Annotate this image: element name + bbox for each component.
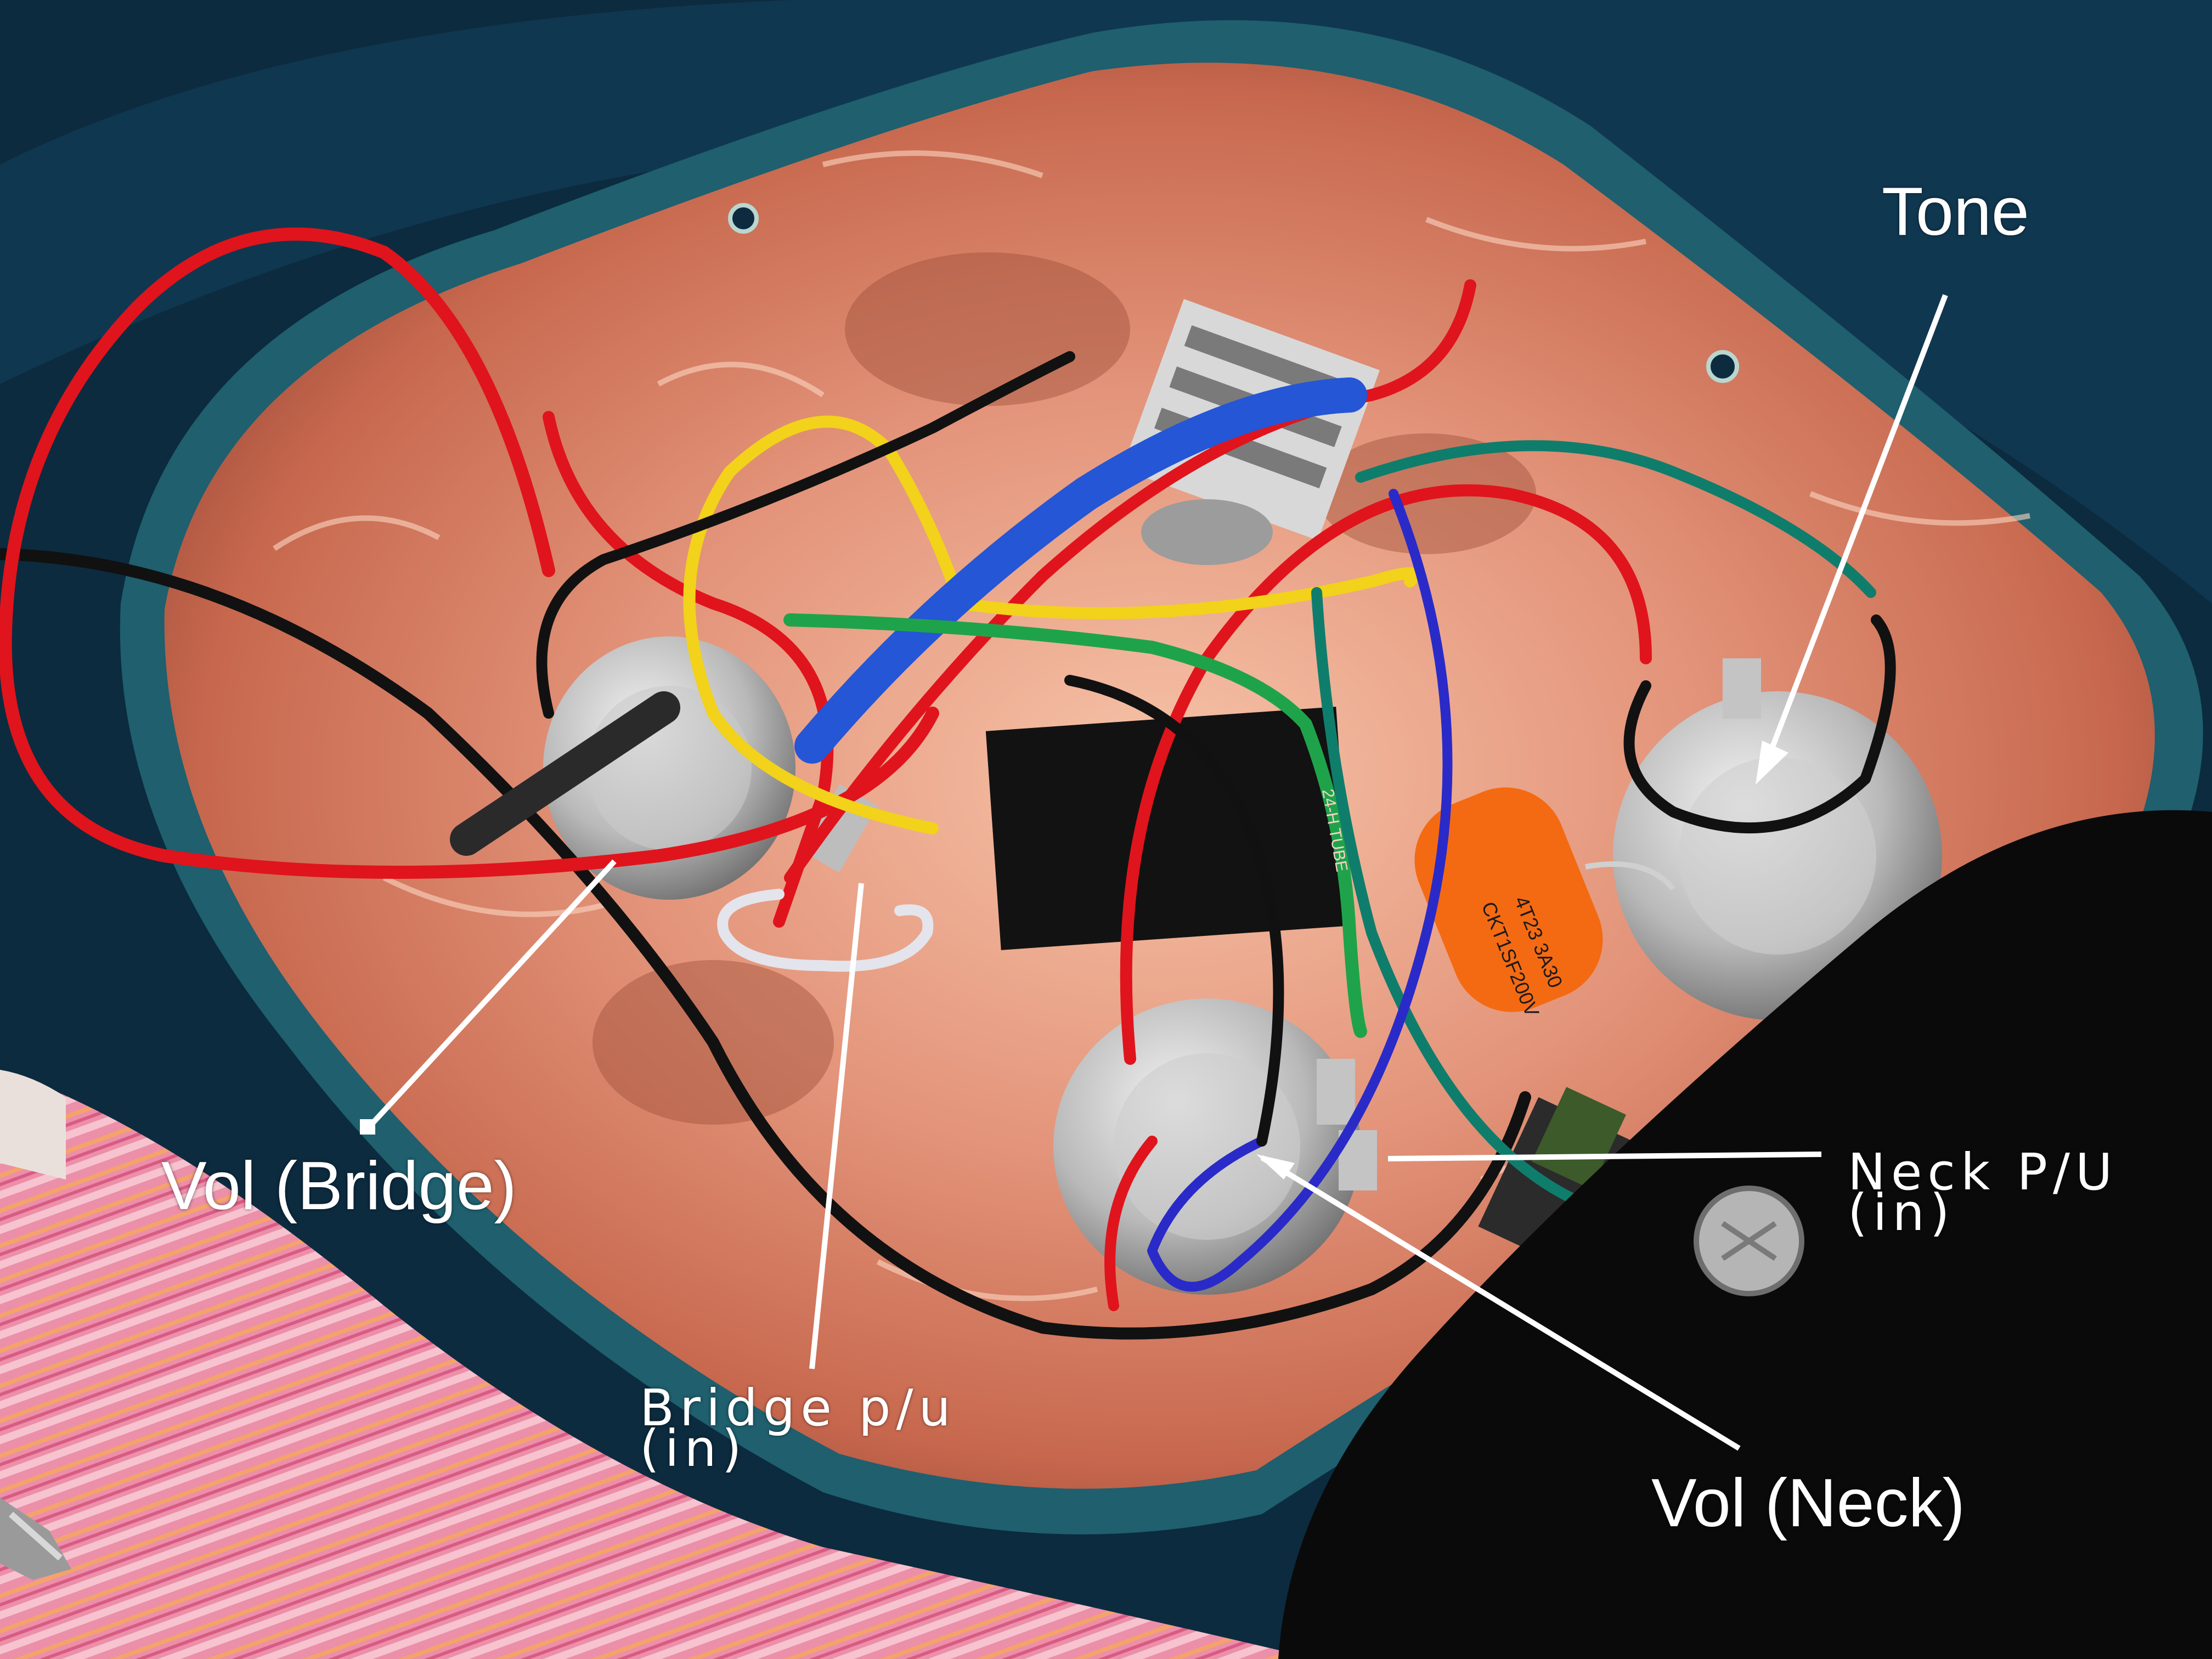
wires bbox=[0, 227, 1896, 1340]
wire-black-tone bbox=[1623, 614, 1896, 834]
wire-red-neck bbox=[1120, 484, 1652, 1065]
label-neck-pu-line1: Neck P/U bbox=[1848, 1143, 2118, 1201]
wire-red-loop bbox=[0, 227, 939, 879]
marker-vol-bridge bbox=[360, 1119, 375, 1135]
annotation-leaders bbox=[360, 294, 1948, 1451]
wire-white bbox=[717, 889, 934, 972]
screw-lower-left bbox=[0, 1498, 71, 1580]
wire-yellow bbox=[683, 415, 1420, 834]
leader-vol-neck bbox=[1260, 1155, 1741, 1451]
leader-bridge-pu bbox=[809, 883, 864, 1369]
leader-neck-pu bbox=[1387, 1152, 1822, 1161]
label-neck-pu: Neck P/U (in) bbox=[1848, 1143, 2118, 1242]
leader-tone bbox=[1764, 294, 1948, 764]
label-bridge-pu: Bridge p/u (in) bbox=[640, 1379, 956, 1478]
screw-hole-top bbox=[728, 203, 759, 234]
leader-vol-bridge bbox=[366, 859, 617, 1130]
heatshrink-black bbox=[450, 691, 680, 856]
heatshrink-blue bbox=[794, 377, 1367, 764]
body-sheen bbox=[0, 0, 2212, 603]
wire-red-drop bbox=[1104, 1136, 1158, 1311]
label-bridge-pu-line2: (in) bbox=[640, 1419, 747, 1478]
screw-hole-right bbox=[1706, 350, 1739, 383]
cloth-towel bbox=[0, 1070, 1317, 1659]
label-vol-neck: Vol (Neck) bbox=[1651, 1465, 1965, 1541]
label-vol-bridge: Vol (Bridge) bbox=[161, 1148, 517, 1224]
wire-black-neck bbox=[1064, 675, 1284, 1147]
wire-teal-1 bbox=[1355, 440, 1876, 598]
arrowhead-vol-neck bbox=[1256, 1154, 1295, 1180]
pickguard-screw bbox=[1694, 1186, 1804, 1296]
wire-green bbox=[783, 613, 1367, 1038]
label-bridge-pu-line1: Bridge p/u bbox=[640, 1379, 956, 1437]
arrowhead-tone bbox=[1756, 741, 1788, 785]
cloth-edge-strip bbox=[0, 1070, 66, 1180]
black-tape bbox=[985, 707, 1352, 950]
label-neck-pu-line2: (in) bbox=[1848, 1183, 1955, 1242]
wire-black-long bbox=[0, 548, 1531, 1340]
label-tone: Tone bbox=[1882, 174, 2029, 250]
wire-blue bbox=[1147, 489, 1453, 1292]
capacitor: CKT1SF200V 4T23 3A30 bbox=[1414, 787, 1675, 1020]
wire-black-center bbox=[536, 351, 1075, 719]
wire-red-switch bbox=[784, 279, 1476, 884]
